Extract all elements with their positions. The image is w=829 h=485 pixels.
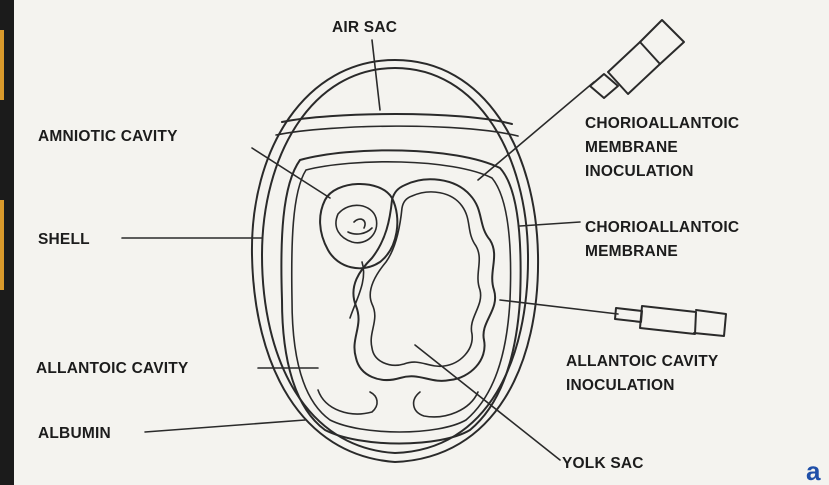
amniotic-cavity bbox=[320, 184, 397, 268]
label-cam-inoculation-line2: MEMBRANE bbox=[585, 139, 678, 156]
leader-cam bbox=[520, 222, 580, 226]
label-allantoic-cavity: ALLANTOIC CAVITY bbox=[36, 360, 189, 377]
label-cam-line1: CHORIOALLANTOIC bbox=[585, 219, 739, 236]
leader-air-sac bbox=[372, 40, 380, 110]
label-cam-inoculation-line1: CHORIOALLANTOIC bbox=[585, 115, 739, 132]
label-albumin: ALBUMIN bbox=[38, 425, 111, 442]
allantoic-fold-right bbox=[414, 392, 478, 417]
label-allantoic-inoculation-line1: ALLANTOIC CAVITY bbox=[566, 353, 719, 370]
leader-albumin bbox=[145, 420, 305, 432]
label-air-sac: AIR SAC bbox=[332, 19, 397, 36]
label-cam-inoculation-line3: INOCULATION bbox=[585, 163, 694, 180]
yolk-sac-inner bbox=[370, 192, 480, 366]
air-sac-boundary-2 bbox=[276, 126, 518, 136]
label-allantoic-inoculation-line2: INOCULATION bbox=[566, 377, 675, 394]
corner-mark: a bbox=[806, 456, 821, 485]
air-sac-boundary bbox=[282, 114, 512, 124]
label-yolk-sac: YOLK SAC bbox=[562, 455, 644, 472]
allantoic-fold-left bbox=[318, 390, 377, 414]
embryo bbox=[336, 205, 377, 242]
label-amniotic-cavity: AMNIOTIC CAVITY bbox=[38, 128, 178, 145]
leader-yolk-sac bbox=[415, 345, 560, 460]
label-cam-line2: MEMBRANE bbox=[585, 243, 678, 260]
label-shell: SHELL bbox=[38, 231, 90, 248]
